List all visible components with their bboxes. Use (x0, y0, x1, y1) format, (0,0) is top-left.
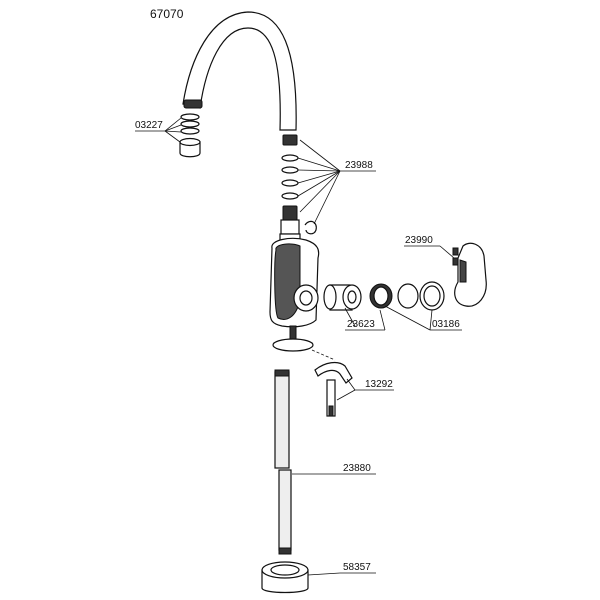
svg-text:13292: 13292 (365, 379, 393, 390)
spout-tip (183, 99, 203, 109)
callout-23990: 23990 (404, 235, 455, 259)
svg-text:03227: 03227 (135, 120, 163, 131)
callout-03186: 03186 (384, 305, 462, 331)
callout-58357: 58357 (307, 562, 376, 576)
mounting-bracket (314, 361, 353, 417)
callout-23623: 23623 (344, 307, 386, 331)
aerator-parts (179, 113, 201, 158)
handle-lever (452, 242, 487, 307)
svg-text:23880: 23880 (343, 463, 371, 474)
supply-hoses (274, 369, 292, 555)
cartridge (323, 284, 362, 311)
callout-23880: 23880 (292, 463, 376, 475)
assembly-axis (311, 349, 336, 361)
callout-03227: 03227 (135, 117, 182, 143)
spout (182, 11, 297, 131)
svg-text:23623: 23623 (347, 319, 375, 330)
faucet-body (269, 237, 320, 345)
svg-text:23990: 23990 (405, 235, 433, 246)
model-number: 67070 (150, 7, 184, 21)
svg-text:03186: 03186 (432, 319, 460, 330)
svg-text:23988: 23988 (345, 160, 373, 171)
callout-23988: 23988 (297, 139, 376, 225)
cap-rings (369, 281, 445, 311)
base-oring (272, 338, 314, 352)
callout-13292: 13292 (336, 378, 394, 401)
svg-text:58357: 58357 (343, 562, 371, 573)
mounting-nut (261, 561, 309, 594)
